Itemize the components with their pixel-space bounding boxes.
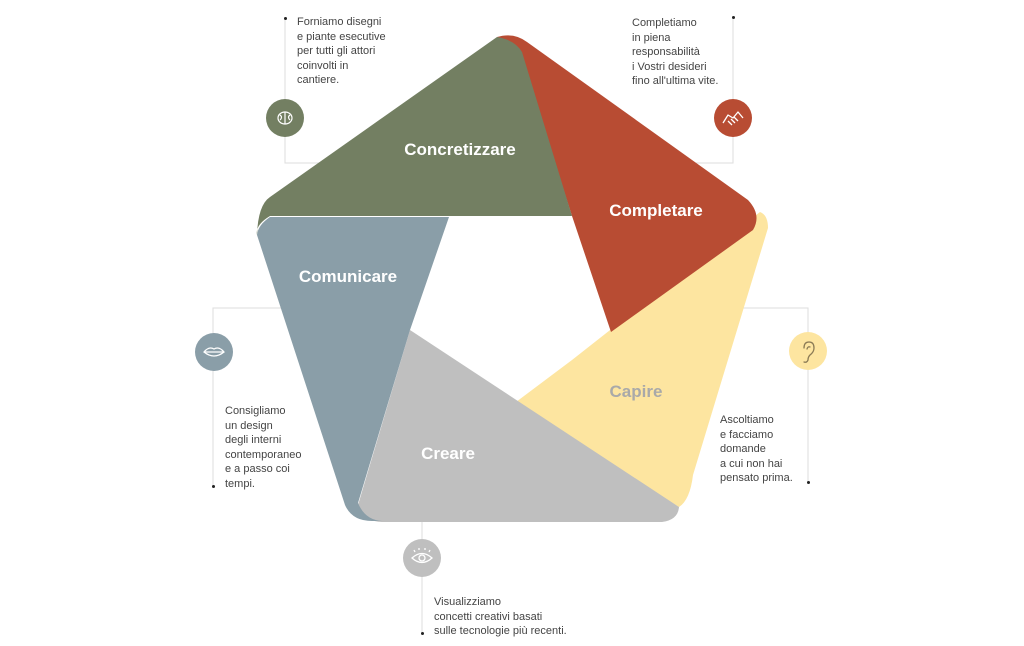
segment-comunicare	[257, 217, 449, 521]
brain-icon	[266, 99, 304, 137]
ear-icon	[789, 332, 827, 370]
segment-completare	[497, 35, 757, 332]
description-capire: Ascoltiamo e facciamo domande a cui non …	[720, 414, 793, 484]
bullet-dot	[807, 481, 810, 484]
description-concretizzare: Forniamo disegni e piante esecutive per …	[297, 16, 386, 86]
bullet-dot	[732, 16, 735, 19]
label-concretizzare: Concretizzare	[404, 140, 515, 159]
description-creare: Visualizziamo concetti creativi basati s…	[434, 596, 567, 637]
bullet-dot	[421, 632, 424, 635]
segment-capire	[512, 212, 768, 507]
description-comunicare: Consigliamo un design degli interni cont…	[225, 405, 302, 490]
segment-creare	[358, 330, 679, 522]
label-comunicare: Comunicare	[299, 267, 397, 286]
segment-concretizzare	[256, 37, 572, 235]
label-capire: Capire	[610, 382, 663, 401]
bullet-dot	[284, 17, 287, 20]
eye-icon	[403, 539, 441, 577]
lips-icon	[195, 333, 233, 371]
label-creare: Creare	[421, 444, 475, 463]
label-completare: Completare	[609, 201, 703, 220]
handshake-icon	[714, 99, 752, 137]
description-completare: Completiamo in piena responsabilità i Vo…	[632, 17, 719, 87]
bullet-dot	[212, 485, 215, 488]
